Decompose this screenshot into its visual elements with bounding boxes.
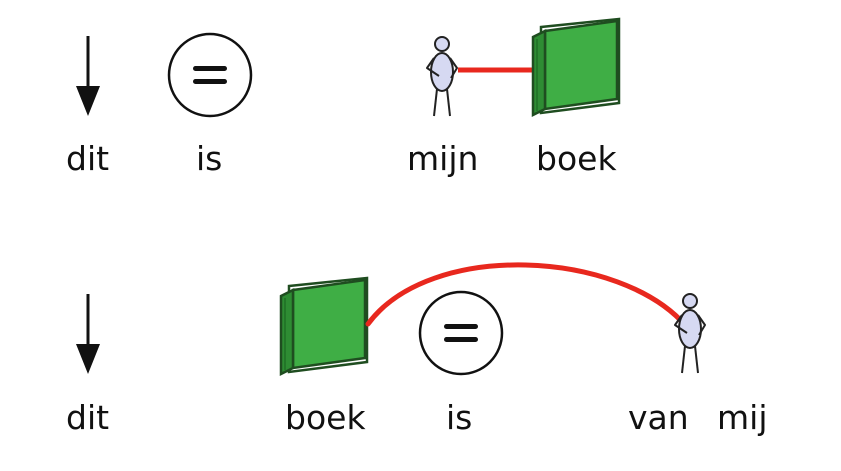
s1-word-is: is [196,139,223,178]
s1-person-pointing-to-self-icon [426,36,458,117]
s2-green-book-icon [279,276,369,376]
s2-down-arrow-icon [74,292,102,376]
s1-word-dit: dit [66,139,110,178]
s1-equals-circle-icon [167,32,253,118]
s2-word-is: is [446,398,473,437]
s2-red-arc-connector [365,262,689,329]
s1-green-book-icon [531,17,621,117]
s2-word-dit: dit [66,398,110,437]
s1-down-arrow-icon [74,34,102,118]
s2-equals-circle-icon [418,290,504,376]
s2-word-mij: mij [717,398,768,437]
s2-word-boek: boek [285,398,366,437]
s1-word-boek: boek [536,139,617,178]
s1-word-mijn: mijn [407,139,479,178]
s2-word-van: van [628,398,689,437]
s2-person-pointing-to-self-icon [674,293,706,374]
